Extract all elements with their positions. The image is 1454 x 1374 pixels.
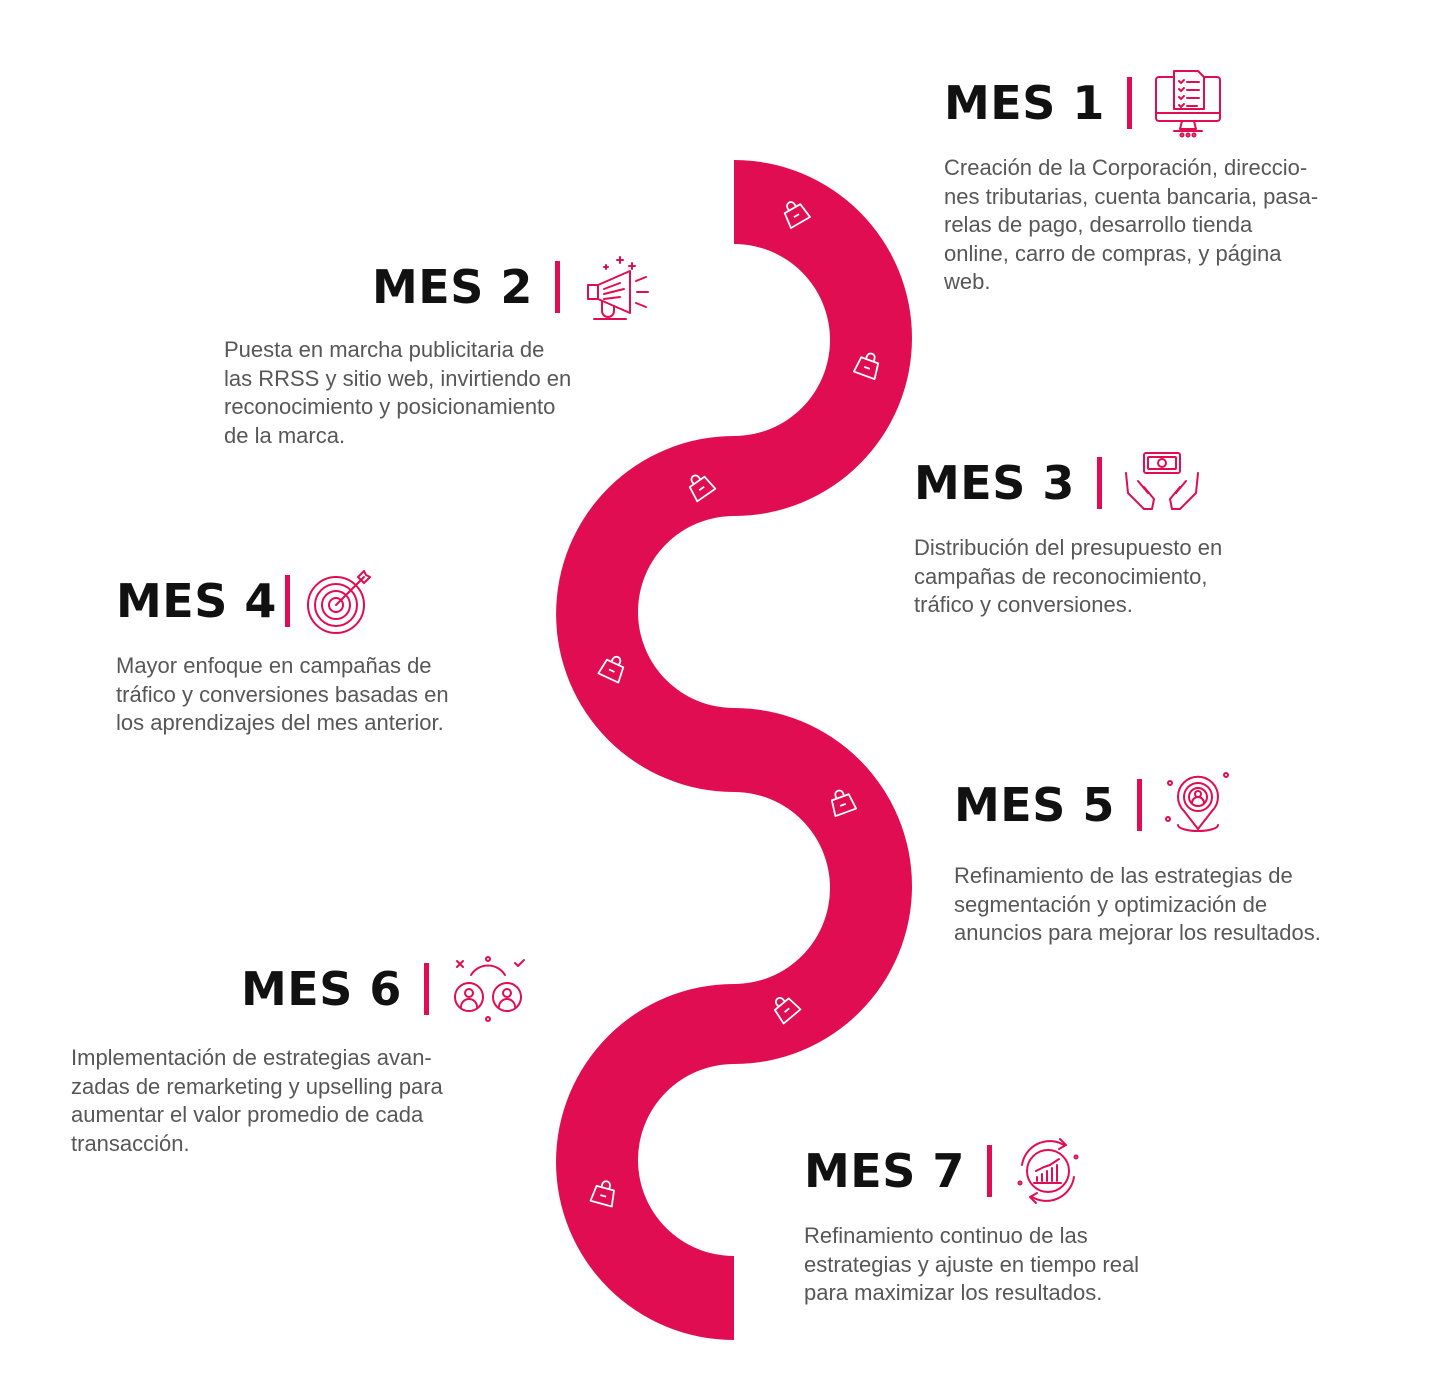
step-mes-6: MES 6 Implementación de estrategias avan…: [71, 944, 529, 1158]
description-line: reconocimiento y posicionamiento: [224, 394, 556, 419]
chart-cycle-icon: [1017, 1138, 1079, 1204]
description-line: Refinamiento continuo de las: [804, 1223, 1088, 1248]
step-header: MES 6: [71, 944, 529, 1034]
hands-money-icon: [1124, 452, 1199, 510]
step-divider: [423, 963, 429, 1015]
road-band: [556, 160, 912, 1340]
shopping-bag-icon: [597, 655, 625, 684]
step-divider: [1136, 779, 1142, 831]
description-line: zadas de remarketing y upselling para: [71, 1073, 443, 1099]
description-line: online, carro de compras, y página: [944, 240, 1282, 266]
description-line: anuncios para mejorar los resultados.: [954, 920, 1321, 945]
step-description: Distribución del presupuesto en campañas…: [914, 534, 1222, 620]
step-mes-5: MES 5 Refinamiento de las estrategias de…: [954, 760, 1321, 948]
step-divider: [986, 1145, 992, 1197]
step-divider: [1126, 77, 1132, 129]
shopping-bag-icon: [589, 1180, 615, 1208]
step-description: Mayor enfoque en campañas de tráfico y c…: [116, 652, 449, 738]
step-header: MES 1: [944, 58, 1318, 148]
description-line: nes tributarias, cuenta bancaria, pasa-: [944, 183, 1319, 209]
description-line: campañas de reconocimiento,: [914, 563, 1208, 589]
shopping-bag-icon: [853, 352, 880, 380]
description-line: para maximizar los resultados.: [804, 1280, 1103, 1305]
description-line: los aprendizajes del mes anterior.: [116, 710, 444, 735]
step-title: MES 3: [914, 456, 1075, 510]
step-mes-2: MES 2 Puesta en marcha publicitaria de l…: [224, 242, 652, 450]
step-mes-4: MES 4 Mayor enfoque en campañas de tráfi…: [116, 556, 449, 738]
shopping-bag-icon: [773, 996, 802, 1025]
step-mes-3: MES 3 Distribución del presupuesto en ca…: [914, 438, 1222, 620]
step-title: MES 1: [944, 76, 1105, 130]
description-line: Distribución del presupuesto en: [914, 535, 1223, 560]
description-line: las RRSS y sitio web, invirtiendo en: [224, 365, 572, 391]
step-description: Refinamiento continuo de las estrategias…: [804, 1222, 1139, 1308]
step-divider: [554, 261, 560, 313]
step-description: Refinamiento de las estrategias de segme…: [954, 862, 1321, 948]
step-divider: [1096, 457, 1102, 509]
road-markers: [589, 201, 880, 1208]
description-line: tráfico y conversiones basadas en: [116, 681, 449, 707]
megaphone-icon: [586, 256, 649, 320]
description-line: Mayor enfoque en campañas de: [116, 653, 432, 678]
shopping-bag-icon: [830, 789, 857, 817]
step-title: MES 7: [804, 1144, 965, 1198]
step-description: Implementación de estrategias avan- zada…: [71, 1044, 529, 1158]
step-description: Creación de la Corporación, direccio- ne…: [944, 154, 1318, 297]
description-line: Puesta en marcha publicitaria de: [224, 337, 545, 362]
description-line: Creación de la Corporación, direccio-: [944, 155, 1308, 180]
target-icon: [306, 570, 371, 634]
step-title: MES 6: [241, 962, 402, 1016]
step-header: MES 3: [914, 438, 1222, 528]
description-line: Refinamiento de las estrategias de: [954, 863, 1293, 888]
step-header: MES 7: [804, 1126, 1139, 1216]
shopping-bag-icon: [783, 201, 811, 229]
description-line: web.: [944, 269, 991, 294]
step-title: MES 5: [954, 778, 1115, 832]
step-divider: [284, 575, 290, 627]
step-description: Puesta en marcha publicitaria de las RRS…: [224, 336, 652, 450]
description-line: Implementación de estrategias avan-: [71, 1045, 432, 1070]
shopping-bag-icon: [688, 474, 717, 503]
step-header: MES 5: [954, 760, 1321, 850]
step-title: MES 4: [116, 574, 277, 628]
step-mes-1: MES 1 Creación de la Corporación, direcc…: [944, 58, 1318, 297]
description-line: tráfico y conversiones.: [914, 592, 1133, 617]
description-line: de la marca.: [224, 422, 346, 448]
description-line: transacción.: [71, 1130, 190, 1156]
description-line: aumentar el valor promedio de cada: [71, 1102, 424, 1127]
step-title: MES 2: [372, 260, 533, 314]
location-pin-user-icon: [1164, 772, 1229, 832]
step-mes-7: MES 7 Refinamiento continuo de las estra…: [804, 1126, 1139, 1308]
users-network-icon: [453, 956, 525, 1022]
description-line: segmentación y optimización de: [954, 891, 1268, 917]
description-line: estrategias y ajuste en tiempo real: [804, 1251, 1140, 1277]
description-line: relas de pago, desarrollo tienda: [944, 212, 1253, 237]
step-header: MES 4: [116, 556, 449, 646]
monitor-checklist-icon: [1154, 70, 1221, 138]
step-header: MES 2: [224, 242, 652, 332]
